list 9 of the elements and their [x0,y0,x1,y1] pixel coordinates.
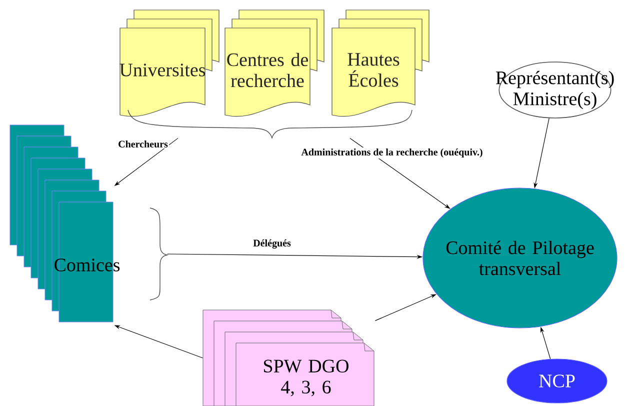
page-stack: SPW DGO 4, 3, 6 [202,310,374,406]
edge-label: Chercheurs [117,139,169,149]
edge-label: Administrations de la recherche (ouéquiv.) [300,147,484,159]
brace [128,110,412,138]
document-stack: Hautes Écoles [332,10,430,117]
document-stack: Universites [120,10,220,117]
document-stack: Centres de recherche [224,10,324,117]
brace [150,208,168,300]
edge-label: Délégués [252,238,292,250]
